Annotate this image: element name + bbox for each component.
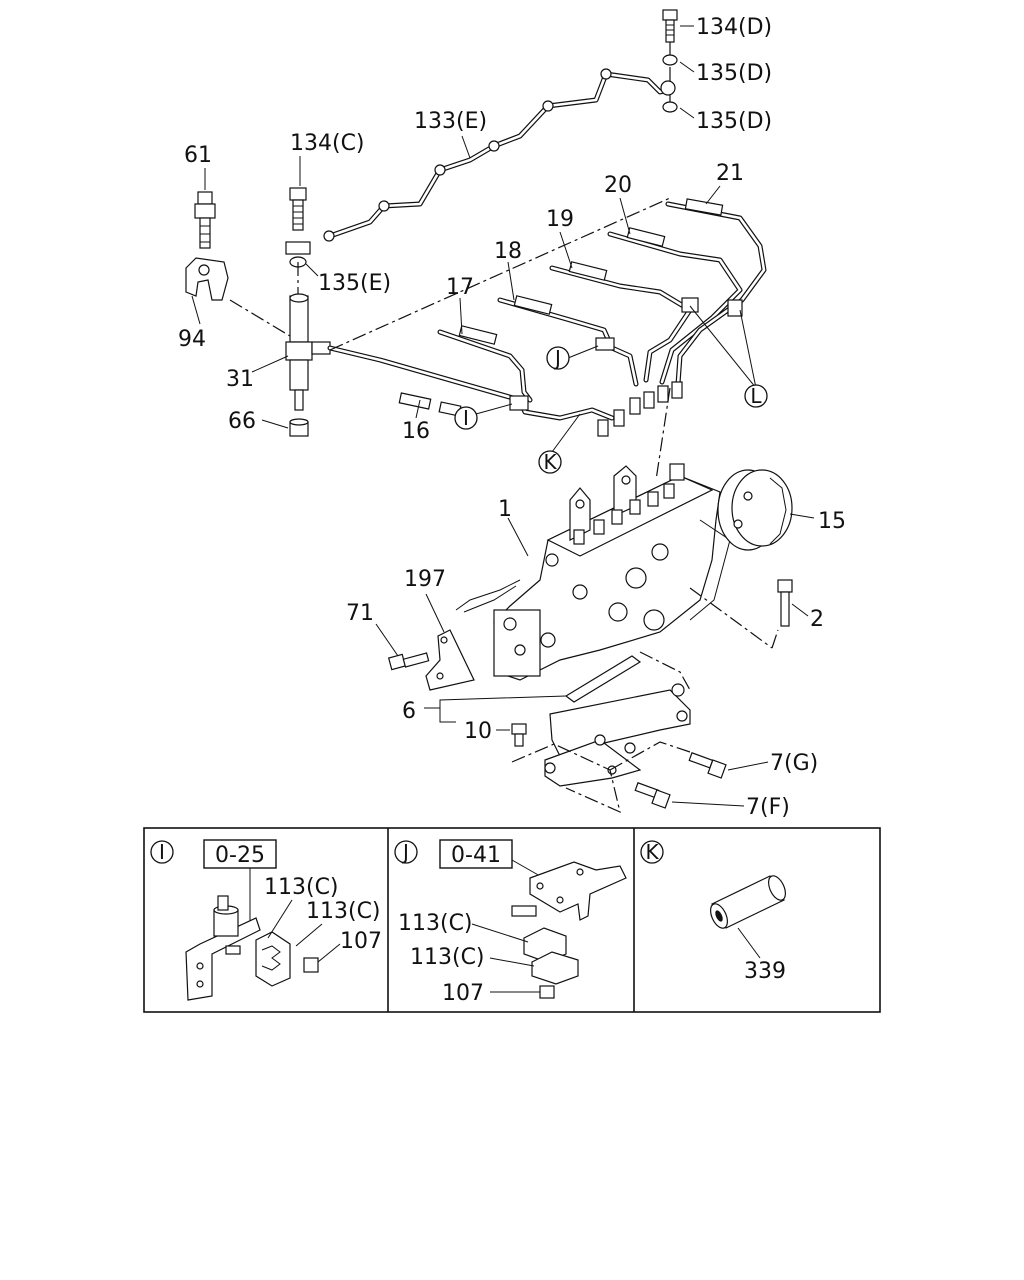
axis-line-bracket-2 (609, 741, 691, 771)
detail-panel-k: K (640, 840, 786, 959)
bolt-134c (289, 187, 307, 231)
bolt-10 (511, 723, 527, 747)
label-1: 1 (498, 497, 512, 522)
pipe-nuts (597, 381, 683, 437)
delivery-valves (573, 483, 675, 545)
detail-j-label-113c-a: 113(C) (398, 911, 473, 936)
injection-pipe-17 (437, 325, 533, 403)
bolt-7g (688, 752, 727, 779)
detail-panel-i: I 0-25 (150, 839, 319, 1001)
injector-31 (285, 293, 331, 411)
bolt-71 (387, 652, 430, 671)
clamp-94 (185, 257, 229, 301)
svg-text:I: I (463, 406, 469, 430)
label-20: 20 (604, 173, 632, 198)
label-6: 6 (402, 699, 416, 724)
injection-pipe-20 (607, 227, 743, 385)
label-134d: 134(D) (696, 15, 772, 40)
axis-line-mount (639, 651, 691, 691)
ref-box-0-25: 0-25 (215, 843, 265, 868)
callout-j: J (546, 346, 570, 370)
label-31: 31 (226, 367, 254, 392)
clamp-i (509, 395, 529, 411)
axis-line-pump (655, 387, 671, 481)
label-135e: 135(E) (318, 271, 391, 296)
label-2: 2 (810, 607, 824, 632)
injection-pipe-16 (327, 345, 615, 421)
sleeve-339 (710, 875, 786, 929)
callout-i: I (454, 406, 478, 430)
governor-15 (717, 469, 793, 551)
label-135d-lower: 135(D) (696, 109, 772, 134)
svg-text:L: L (750, 384, 762, 408)
ref-box-0-41: 0-41 (451, 843, 501, 868)
detail-i-label-113c-b: 113(C) (306, 899, 381, 924)
washer-135d-upper (662, 54, 678, 66)
label-61: 61 (184, 143, 212, 168)
label-18: 18 (494, 239, 522, 264)
leak-off-pipe-133e (323, 68, 676, 242)
label-133e: 133(E) (414, 109, 487, 134)
nut-66 (289, 418, 309, 437)
stud-61 (194, 191, 216, 249)
bolt-2 (777, 579, 793, 627)
label-94: 94 (178, 327, 206, 352)
svg-text:J: J (553, 346, 561, 370)
injection-pump-1 (455, 463, 731, 681)
banjo-fitting (285, 241, 311, 255)
label-7f: 7(F) (746, 795, 790, 820)
label-16: 16 (402, 419, 430, 444)
label-21: 21 (716, 161, 744, 186)
clamp-l2 (727, 299, 743, 317)
label-197: 197 (404, 567, 446, 592)
detail-j-label-107: 107 (442, 981, 484, 1006)
detail-j-label-113c-b: 113(C) (410, 945, 485, 970)
svg-text:I: I (159, 840, 165, 864)
callout-k: K (538, 450, 562, 474)
detail-i-label-107: 107 (340, 929, 382, 954)
axis-line-top (329, 197, 671, 351)
detail-i-label-113c-a: 113(C) (264, 875, 339, 900)
washer-135d-lower (662, 101, 678, 113)
banjo-bolt-134d (662, 9, 678, 43)
detail-panel-j: J 0-41 (394, 839, 627, 999)
label-134c: 134(C) (290, 131, 365, 156)
label-15: 15 (818, 509, 846, 534)
detail-panels (143, 827, 881, 1013)
detail-k-label-339: 339 (744, 959, 786, 984)
svg-text:J: J (401, 840, 409, 864)
label-135d-upper: 135(D) (696, 61, 772, 86)
label-10: 10 (464, 719, 492, 744)
callout-l: L (744, 384, 768, 408)
label-19: 19 (546, 207, 574, 232)
label-17: 17 (446, 275, 474, 300)
label-7g: 7(G) (770, 751, 818, 776)
clamp-l1 (681, 297, 699, 313)
svg-text:K: K (645, 840, 659, 864)
injection-pipe-21 (665, 198, 767, 387)
label-66: 66 (228, 409, 256, 434)
bracket-197 (425, 629, 475, 691)
clamp-j (595, 337, 615, 351)
label-71: 71 (346, 601, 374, 626)
bolt-7f (634, 782, 671, 809)
svg-text:K: K (543, 450, 557, 474)
mount-bracket-6 (544, 655, 691, 787)
